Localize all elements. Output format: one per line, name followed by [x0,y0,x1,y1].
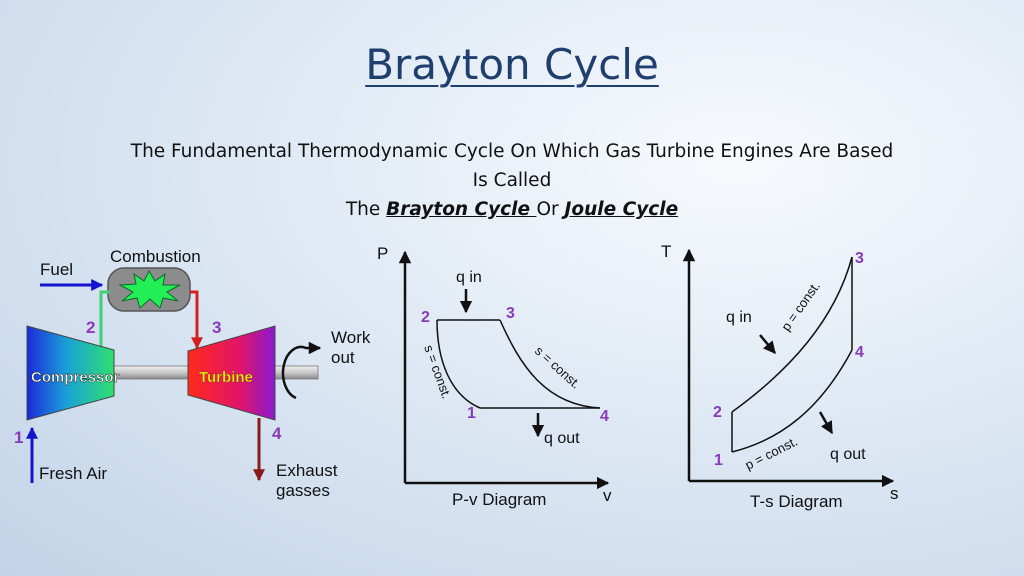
turbine-label: Turbine [199,369,253,386]
work-out-label-2: out [331,348,355,367]
ts-process-2-3 [731,256,853,413]
fresh-air-label: Fresh Air [39,464,107,483]
pv-q-out-label: q out [544,430,580,447]
flame-icon [118,269,181,309]
engine-point-4: 4 [272,424,282,443]
pv-diagram: P v P-v Diagram 2 3 1 4 q in q out s = c… [377,244,612,509]
slide-title: Brayton Cycle [365,40,659,89]
combustion-label: Combustion [110,247,201,266]
ts-caption: T-s Diagram [750,492,843,511]
ts-diagram: T s T-s Diagram 1 2 3 4 q in q out p = c… [661,242,899,511]
engine-point-3: 3 [212,318,221,337]
pv-x-axis-label: v [603,486,612,505]
compressor-to-combustor-pipe [99,290,110,352]
ts-p-const-lower: p = const. [743,434,800,473]
subtitle-line-1: The Fundamental Thermodynamic Cycle On W… [130,141,894,162]
pv-y-axis-label: P [377,244,388,263]
exhaust-label-2: gasses [276,481,330,500]
engine-point-2: 2 [86,318,95,337]
work-out-arrow [281,341,322,400]
fuel-label: Fuel [40,260,73,279]
turbine [187,325,276,421]
pv-point-1: 1 [467,405,476,422]
subtitle-line-3: The Brayton Cycle Or Joule Cycle [62,195,962,224]
compressor-label: Compressor [31,369,120,386]
pv-process-3-4 [499,319,601,409]
ts-process-4-1 [731,349,853,453]
pv-s-const-left: s = const. [421,343,454,401]
ts-point-4: 4 [855,344,864,361]
pv-q-in-label: q in [456,269,482,286]
exhaust-label-1: Exhaust [276,461,338,480]
pv-process-1-2 [436,319,481,409]
joule-cycle-term: Joule Cycle [564,199,679,220]
engine-point-1: 1 [14,428,23,447]
subtitle-line-2: Is Called [472,170,552,191]
pv-point-4: 4 [600,408,609,425]
combustor-to-turbine-arrow [190,290,203,350]
ts-q-out-label: q out [830,446,866,463]
brayton-cycle-term: Brayton Cycle [386,199,537,220]
ts-p-const-upper: p = const. [778,279,823,334]
compressor [26,325,115,421]
pv-s-const-right: s = const. [532,343,584,392]
subtitle-or: Or [536,199,565,220]
gas-turbine-schematic: Fuel Combustion 2 3 Compressor Turbine W… [14,247,371,500]
ts-x-axis-label: s [890,484,899,503]
ts-q-out-arrow [818,411,834,435]
ts-q-in-label: q in [726,309,752,326]
ts-point-2: 2 [713,404,722,421]
pv-point-2: 2 [421,309,430,326]
ts-point-1: 1 [714,452,723,469]
ts-y-axis-label: T [661,242,671,261]
pv-caption: P-v Diagram [452,490,546,509]
slide-subtitle: The Fundamental Thermodynamic Cycle On W… [62,137,962,224]
ts-point-3: 3 [855,250,864,267]
subtitle-prefix: The [345,199,387,220]
work-out-label-1: Work [331,328,371,347]
pv-point-3: 3 [506,305,515,322]
ts-q-in-arrow [759,334,776,354]
